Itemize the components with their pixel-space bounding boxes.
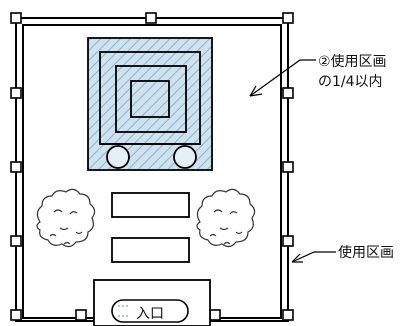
- fence-post: [10, 87, 22, 99]
- fence-post: [282, 235, 294, 247]
- fence-post: [282, 12, 294, 24]
- usage-limit-note: ②使用区画 の1/4以内: [318, 52, 387, 92]
- leader-arrow-note: [249, 59, 316, 97]
- shrub-right: [196, 188, 256, 248]
- ornament-circle-left: [106, 145, 130, 169]
- fence-post: [75, 309, 87, 321]
- fence-post: [282, 309, 294, 321]
- shrub-left: [36, 188, 96, 248]
- note-line-1: ②使用区画: [318, 54, 387, 70]
- fence-post: [209, 309, 221, 321]
- fence-post: [145, 12, 157, 24]
- leader-arrow-area: [291, 251, 336, 263]
- fence-post: [10, 12, 22, 24]
- ornament-circle-right: [173, 145, 197, 169]
- stepping-stone: [111, 237, 190, 263]
- fence-post: [282, 161, 294, 173]
- fence-post: [10, 309, 22, 321]
- fence-posts: [10, 12, 294, 321]
- monument-area: [87, 37, 213, 171]
- fence-post: [10, 161, 22, 173]
- entrance-label: 入口: [136, 306, 164, 322]
- annotation-leaders: [249, 59, 336, 263]
- stepping-stone: [111, 192, 190, 218]
- entrance-gate: [93, 279, 211, 326]
- usage-area-label: 使用区画: [338, 245, 394, 261]
- fence-post: [10, 235, 22, 247]
- note-line-2: の1/4以内: [318, 74, 383, 90]
- fence-post: [282, 87, 294, 99]
